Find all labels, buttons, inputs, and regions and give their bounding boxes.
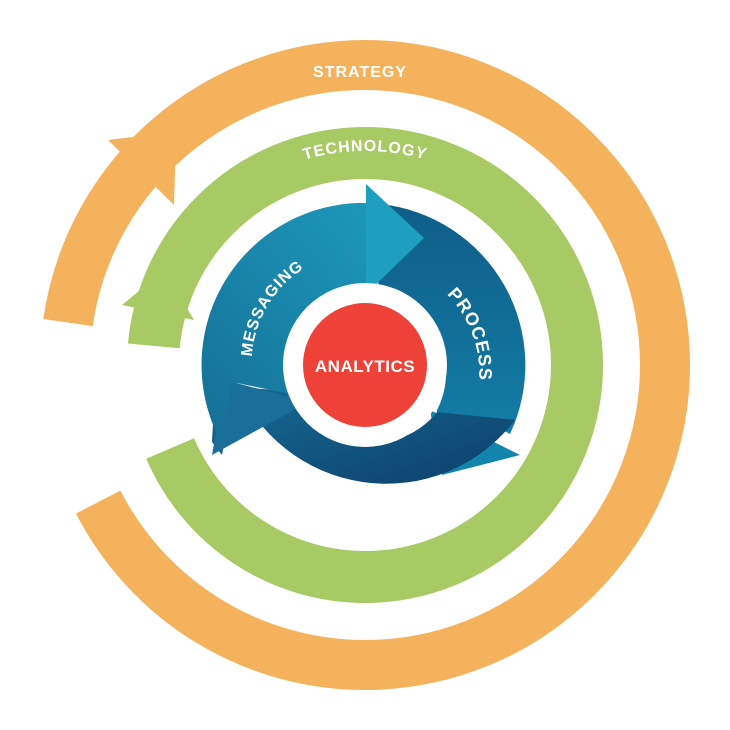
people-segment	[212, 380, 515, 484]
technology-ring	[122, 127, 603, 603]
messaging-arrowhead	[366, 184, 424, 294]
analytics-label: ANALYTICS	[315, 357, 415, 376]
strategy-arrowhead	[108, 132, 176, 205]
analytics-center	[303, 303, 427, 427]
people-arrowhead	[212, 380, 308, 455]
technology-arrowhead	[122, 270, 194, 320]
strategy-label: STRATEGY	[313, 64, 407, 81]
strategy-ring	[40, 40, 690, 690]
